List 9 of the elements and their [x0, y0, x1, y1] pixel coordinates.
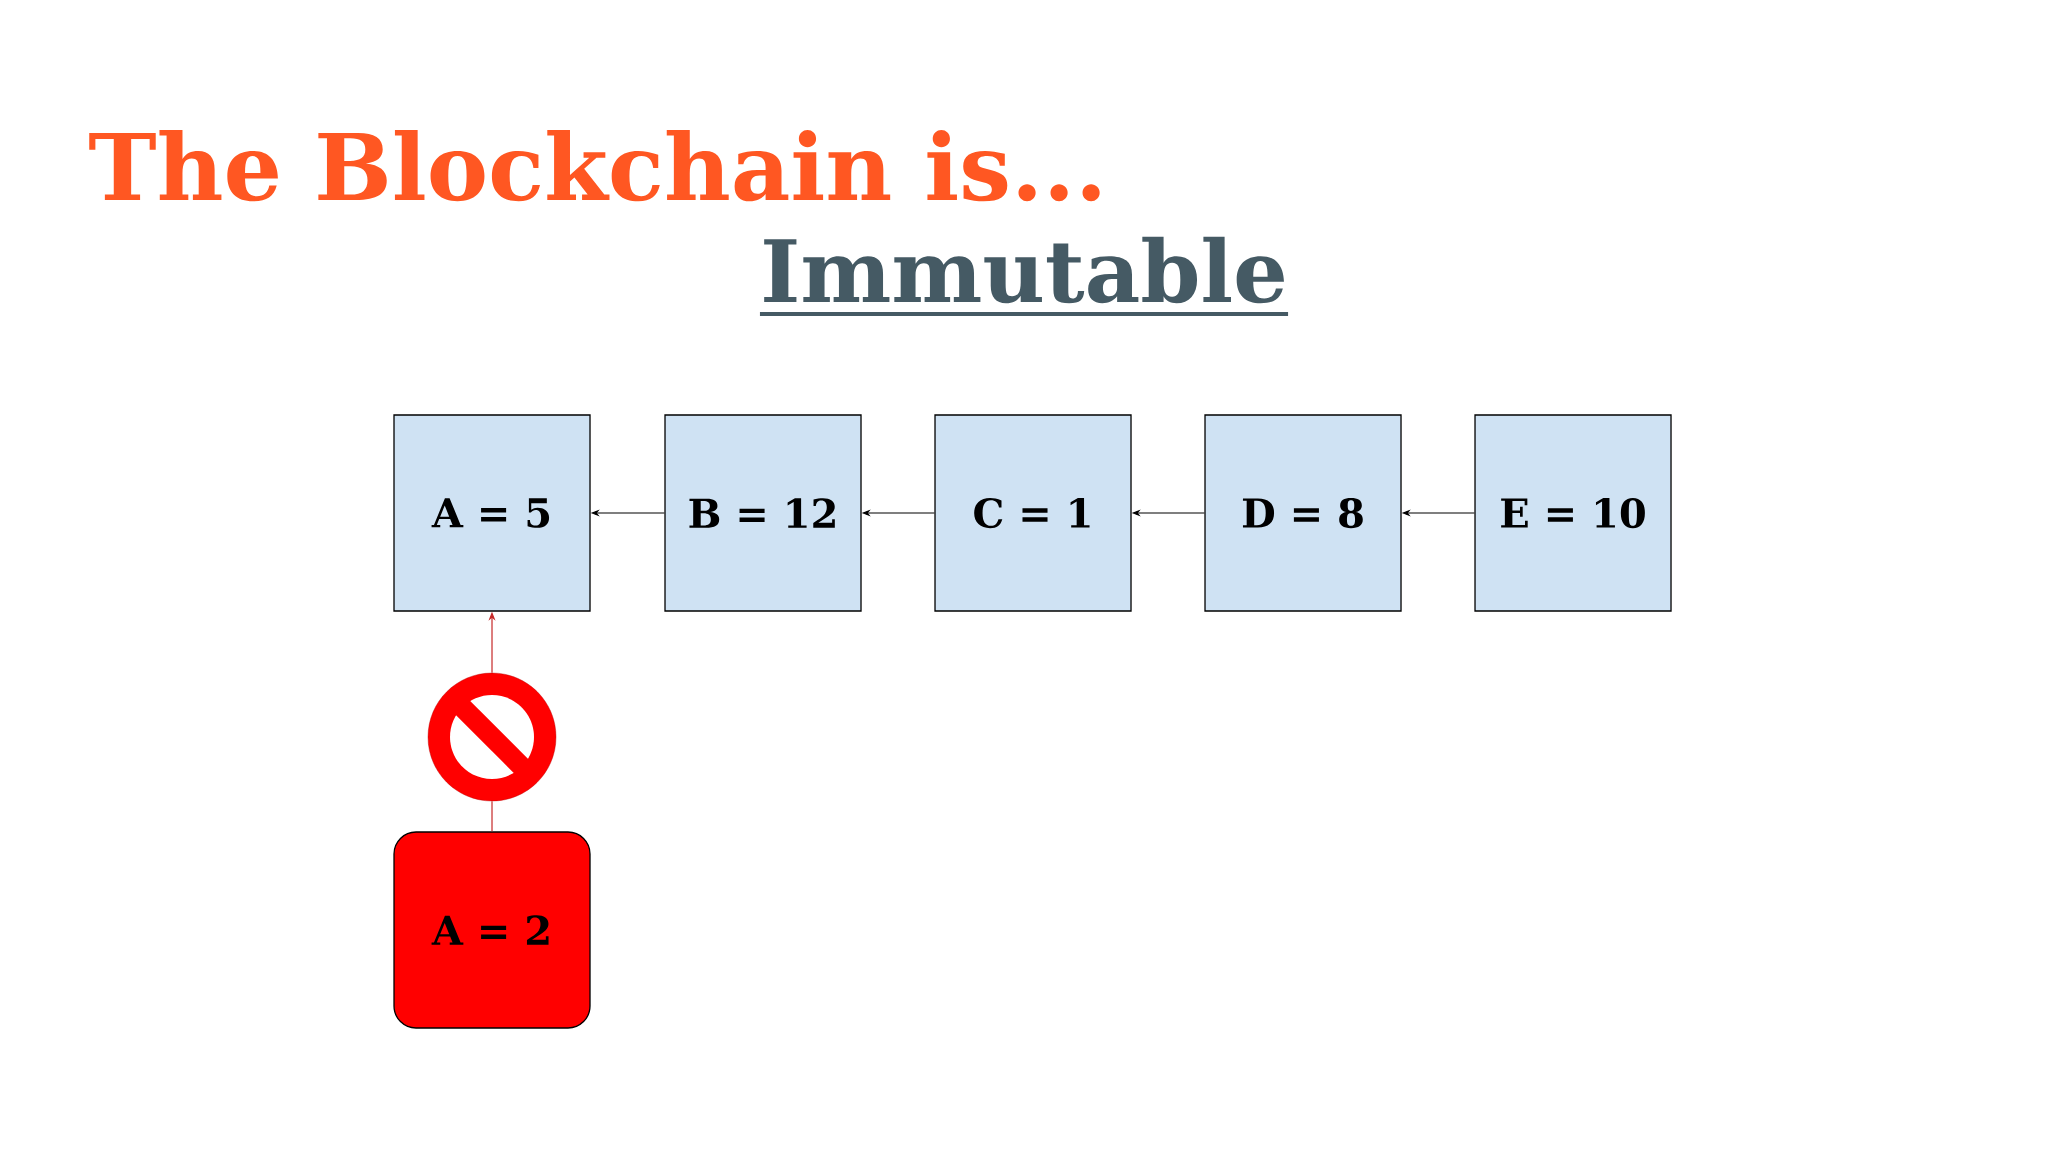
block-box: B = 12 [664, 414, 862, 612]
block-box: A = 5 [393, 414, 591, 612]
block-box: C = 1 [934, 414, 1132, 612]
block-box: D = 8 [1204, 414, 1402, 612]
block-box: E = 10 [1474, 414, 1672, 612]
alert-box: A = 2 [393, 831, 591, 1029]
prohibition-sign [427, 672, 557, 802]
title: The Blockchain is... [89, 130, 1100, 202]
subtitle: Immutable [759, 236, 1289, 316]
